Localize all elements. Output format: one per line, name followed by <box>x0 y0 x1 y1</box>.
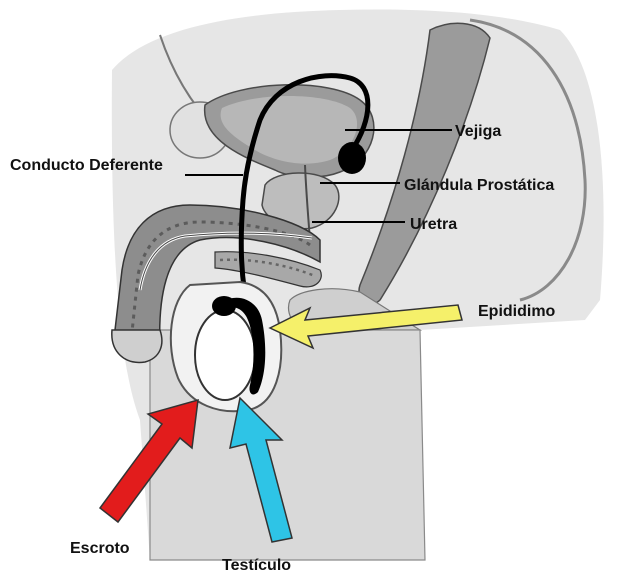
testicle <box>195 310 255 400</box>
label-conducto-deferente: Conducto Deferente <box>10 157 163 174</box>
epididymis-head <box>212 296 236 316</box>
label-uretra: Uretra <box>410 216 457 233</box>
label-vejiga: Vejiga <box>455 123 501 140</box>
label-epididimo: Epididimo <box>478 303 556 320</box>
label-escroto: Escroto <box>70 540 130 557</box>
label-glandula-prostatica: Glándula Prostática <box>404 177 554 194</box>
glans <box>112 330 162 362</box>
label-testiculo: Testículo <box>222 557 291 574</box>
